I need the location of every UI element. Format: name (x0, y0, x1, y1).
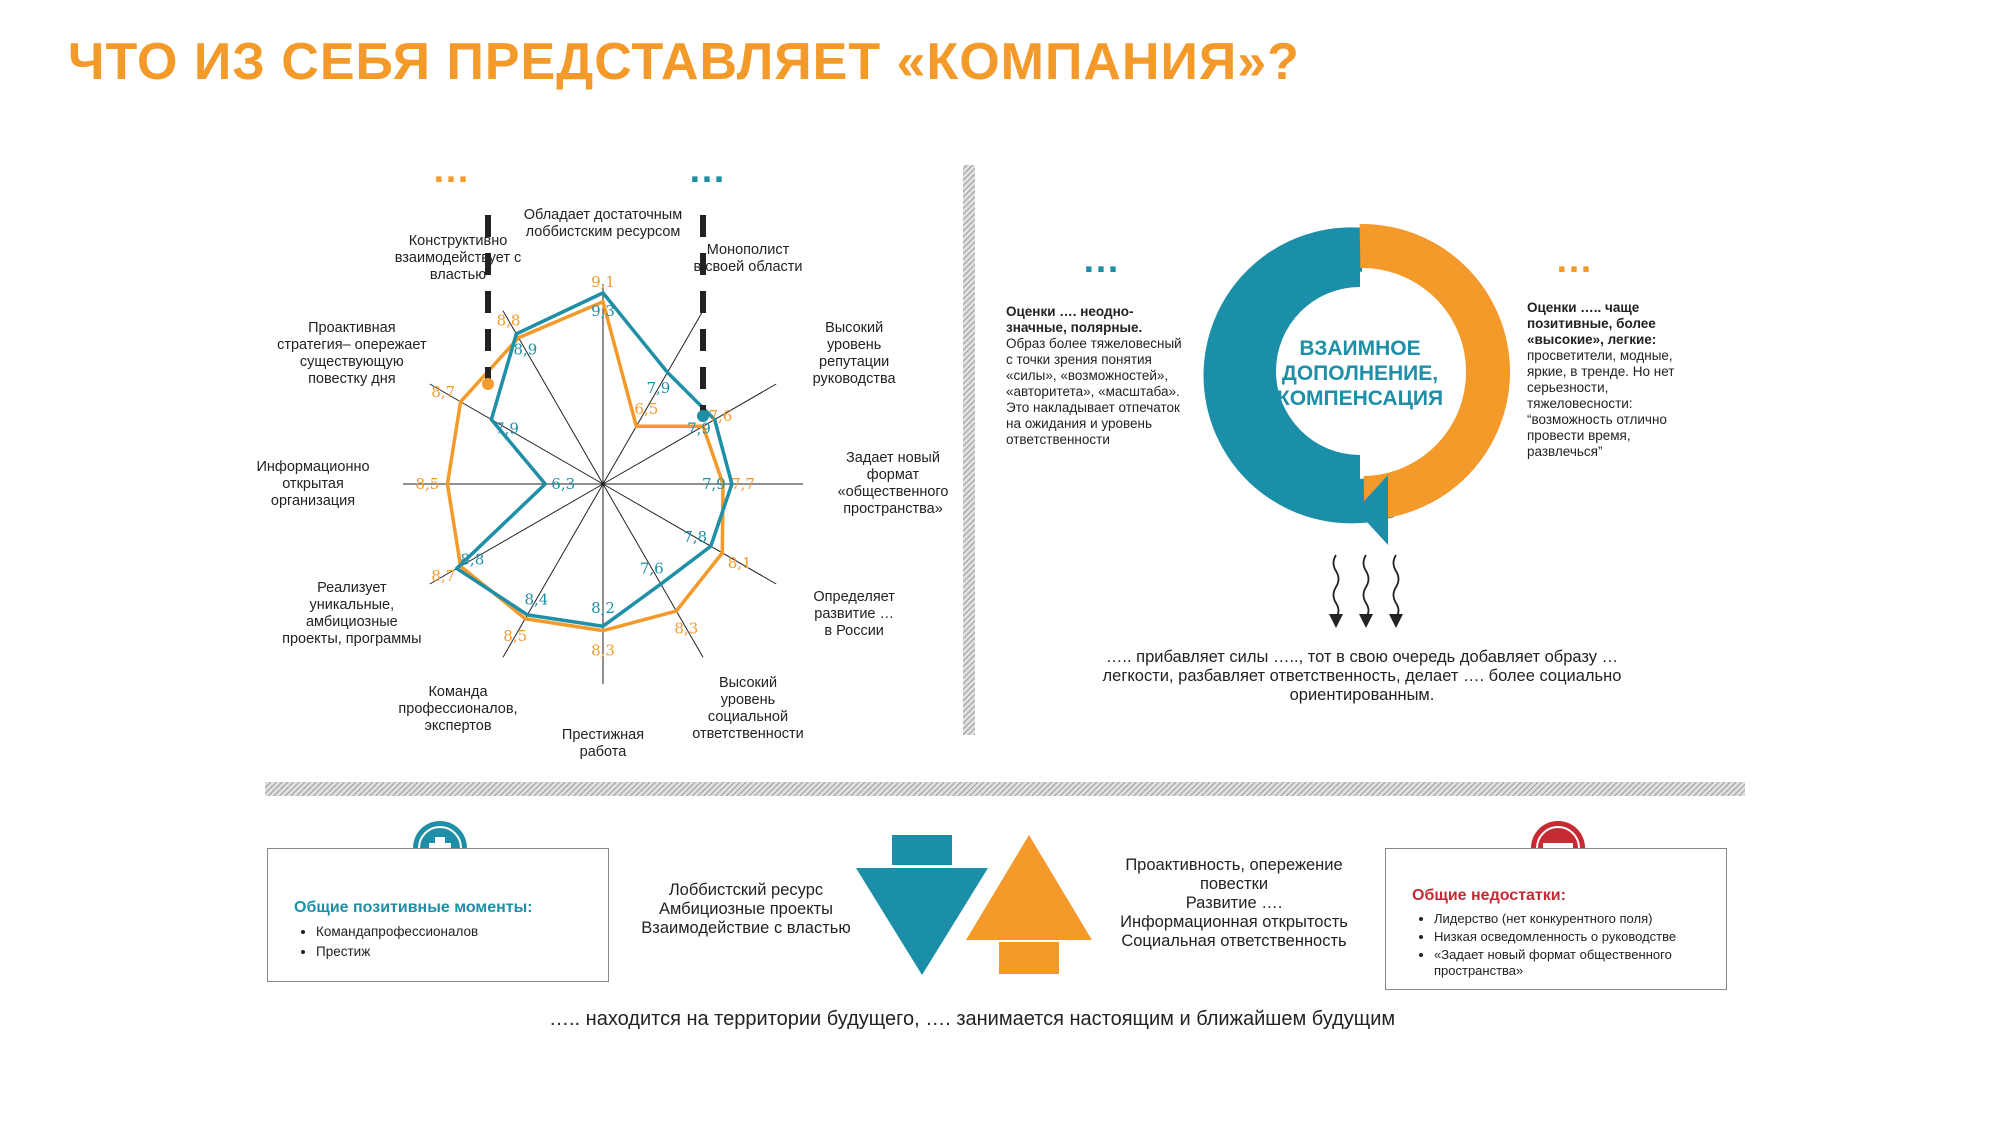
data-label: 8,7 (431, 567, 455, 585)
list-item: Низкая осведомленность о руководстве (1434, 929, 1726, 945)
negative-list: Лидерство (нет конкурентного поля) Низка… (1412, 911, 1726, 979)
radar-axis-label: Престижная работа (561, 727, 645, 760)
list-item: Командапрофессионалов (316, 923, 608, 941)
data-label: 7,6 (708, 407, 732, 425)
data-label: 9,1 (591, 273, 615, 291)
data-label: 8,8 (460, 550, 484, 568)
left-assessment: Оценки …. неодно- значные, полярные. Обр… (1006, 304, 1206, 448)
horizontal-divider (265, 782, 1745, 796)
data-label: 8,3 (591, 642, 615, 660)
positive-list: Командапрофессионалов Престиж (294, 923, 608, 961)
positive-title: Общие позитивные моменты: (294, 899, 533, 916)
radar-axis-line (602, 483, 704, 658)
radar-axis-line (502, 483, 604, 658)
data-label: 7,9 (647, 379, 671, 397)
data-label: 8,8 (497, 311, 521, 329)
ring-teal-arrowhead (1356, 475, 1388, 545)
data-label: 8,2 (591, 599, 615, 617)
radar-axis-line (602, 310, 704, 485)
radar-axis-label: Реализует уникальные, амбициозные проект… (282, 580, 422, 647)
radar-value-labels: 9,1 6,5 7,6 7,7 8,1 8,3 8,3 8,5 8,7 8,5 8,7 8,8 9,3 7… (416, 273, 755, 660)
data-label: 6,3 (551, 475, 575, 493)
data-label: 8,5 (503, 627, 527, 645)
radar-axis-label: Высокий уровень социальной ответственнос… (692, 675, 804, 743)
list-item: Престиж (316, 943, 608, 961)
data-label: 7,9 (687, 420, 711, 438)
radar-axis-label: Определяет развитие … в России (813, 588, 895, 639)
list-item: Лидерство (нет конкурентного поля) (1434, 911, 1726, 927)
teal-marker-dot (697, 410, 709, 422)
radar-axis-line (429, 383, 604, 485)
positive-box: Общие позитивные моменты: Командапрофесс… (267, 848, 609, 982)
data-label: 6,5 (634, 400, 658, 418)
data-label: 9,3 (591, 302, 615, 320)
right-assessment: Оценки ….. чаще позитивные, более «высок… (1527, 300, 1727, 460)
right-panel-dots-right: … (1555, 239, 1595, 281)
wavy-arrowheads (1329, 614, 1403, 628)
data-label: 8,9 (513, 340, 537, 358)
vertical-divider (963, 165, 975, 735)
list-item: «Задает новый формат общественного прост… (1434, 947, 1726, 979)
left-assessment-text: Образ более тяжеловесный с точки зрения … (1006, 336, 1182, 447)
data-label: 7,7 (731, 475, 755, 493)
summary-text: ….. прибавляет силы ….., тот в свою очер… (1102, 648, 1622, 704)
data-label: 8,3 (674, 619, 698, 637)
radar-axis-label: Высокий уровень репутации руководства (812, 320, 896, 387)
teal-strengths: Лоббистский ресурс Амбициозные проекты В… (641, 881, 851, 937)
orange-dots: … (432, 149, 472, 191)
negative-title: Общие недостатки: (1412, 887, 1566, 904)
left-assessment-bold: Оценки …. неодно- значные, полярные. (1006, 304, 1143, 335)
teal-series-line (454, 291, 734, 628)
data-label: 7,9 (495, 420, 519, 438)
orange-series-line (445, 300, 725, 633)
orange-strengths: Проактивность, опережение повестки Разви… (1120, 856, 1348, 950)
ring-teal-half-body (1203, 227, 1395, 524)
right-panel-dots-left: … (1082, 239, 1122, 281)
radar-axis-label: Проактивная стратегия– опережает существ… (277, 320, 427, 387)
radar-axis-label: Конструктивно взаимодействует с властью (394, 233, 522, 284)
negative-box: Общие недостатки: Лидерство (нет конкуре… (1385, 848, 1727, 990)
radar-axis-label: Монополист в своей области (693, 241, 803, 275)
radar-series (445, 291, 734, 633)
teal-down-arrow (856, 835, 988, 975)
radar-axis-line (602, 483, 777, 585)
radar-axis-label: Команда профессионалов, экспертов (398, 683, 518, 734)
wavy-arrows (1332, 554, 1400, 618)
ring-center-text: ВЗАИМНОЕ ДОПОЛНЕНИЕ, КОМПЕНСАЦИЯ (1276, 337, 1444, 410)
ring-orange-half-body (1359, 223, 1510, 520)
radar-axes (403, 284, 803, 684)
radar-axis-label: Задает новый формат «общественного прост… (837, 450, 949, 517)
page-title: ЧТО ИЗ СЕБЯ ПРЕДСТАВЛЯЕТ «КОМПАНИЯ»? (68, 33, 1300, 91)
data-label: 7,8 (683, 528, 707, 546)
data-label: 8,1 (728, 554, 752, 572)
radar-axis-label: Обладает достаточным лоббистским ресурсо… (523, 207, 683, 240)
data-label: 7,6 (640, 559, 664, 577)
radar-axis-label: Информационно открытая организация (256, 458, 370, 509)
radar-axis-line (602, 383, 777, 485)
footer-text: ….. находится на территории будущего, ….… (549, 1008, 1396, 1030)
right-assessment-text: просветители, модные, яркие, в тренде. Н… (1527, 348, 1675, 459)
data-label: 8,7 (431, 383, 455, 401)
data-label: 7,9 (702, 475, 726, 493)
radar-axis-line (502, 310, 604, 485)
orange-marker-dot (482, 378, 494, 390)
right-assessment-bold: Оценки ….. чаще позитивные, более «высок… (1527, 300, 1657, 347)
compensation-ring (1203, 223, 1510, 545)
teal-dots: … (688, 149, 728, 191)
data-label: 8,5 (416, 475, 440, 493)
orange-up-arrow (966, 835, 1092, 974)
data-label: 8,4 (525, 590, 549, 608)
